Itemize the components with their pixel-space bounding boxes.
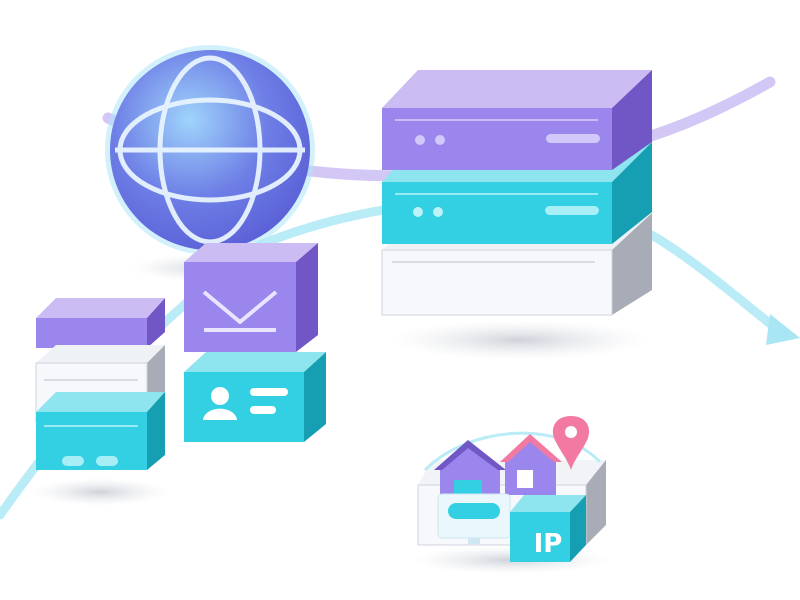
left-stack [35,298,165,470]
location-pin-icon [552,416,590,470]
shadow-server-stack [390,320,650,360]
mail-icon [202,290,278,332]
ip-arc [423,431,602,472]
server-box-purple [382,70,652,170]
left-box-teal [36,392,165,470]
home-icon [434,440,506,500]
ip-cube: IP [510,495,586,562]
left-box-purple [36,298,165,348]
arrow-icon [766,314,800,345]
shadow-left-stack [30,478,170,506]
screen-panel [437,493,511,544]
id-card-icon [203,387,288,420]
mail-box [184,243,318,352]
id-card-box [184,352,326,442]
ip-group: IP [417,416,606,562]
home-icon-secondary [500,434,562,495]
server-stack [381,70,652,316]
globe-icon [105,45,315,255]
ip-label: IP [534,529,563,559]
